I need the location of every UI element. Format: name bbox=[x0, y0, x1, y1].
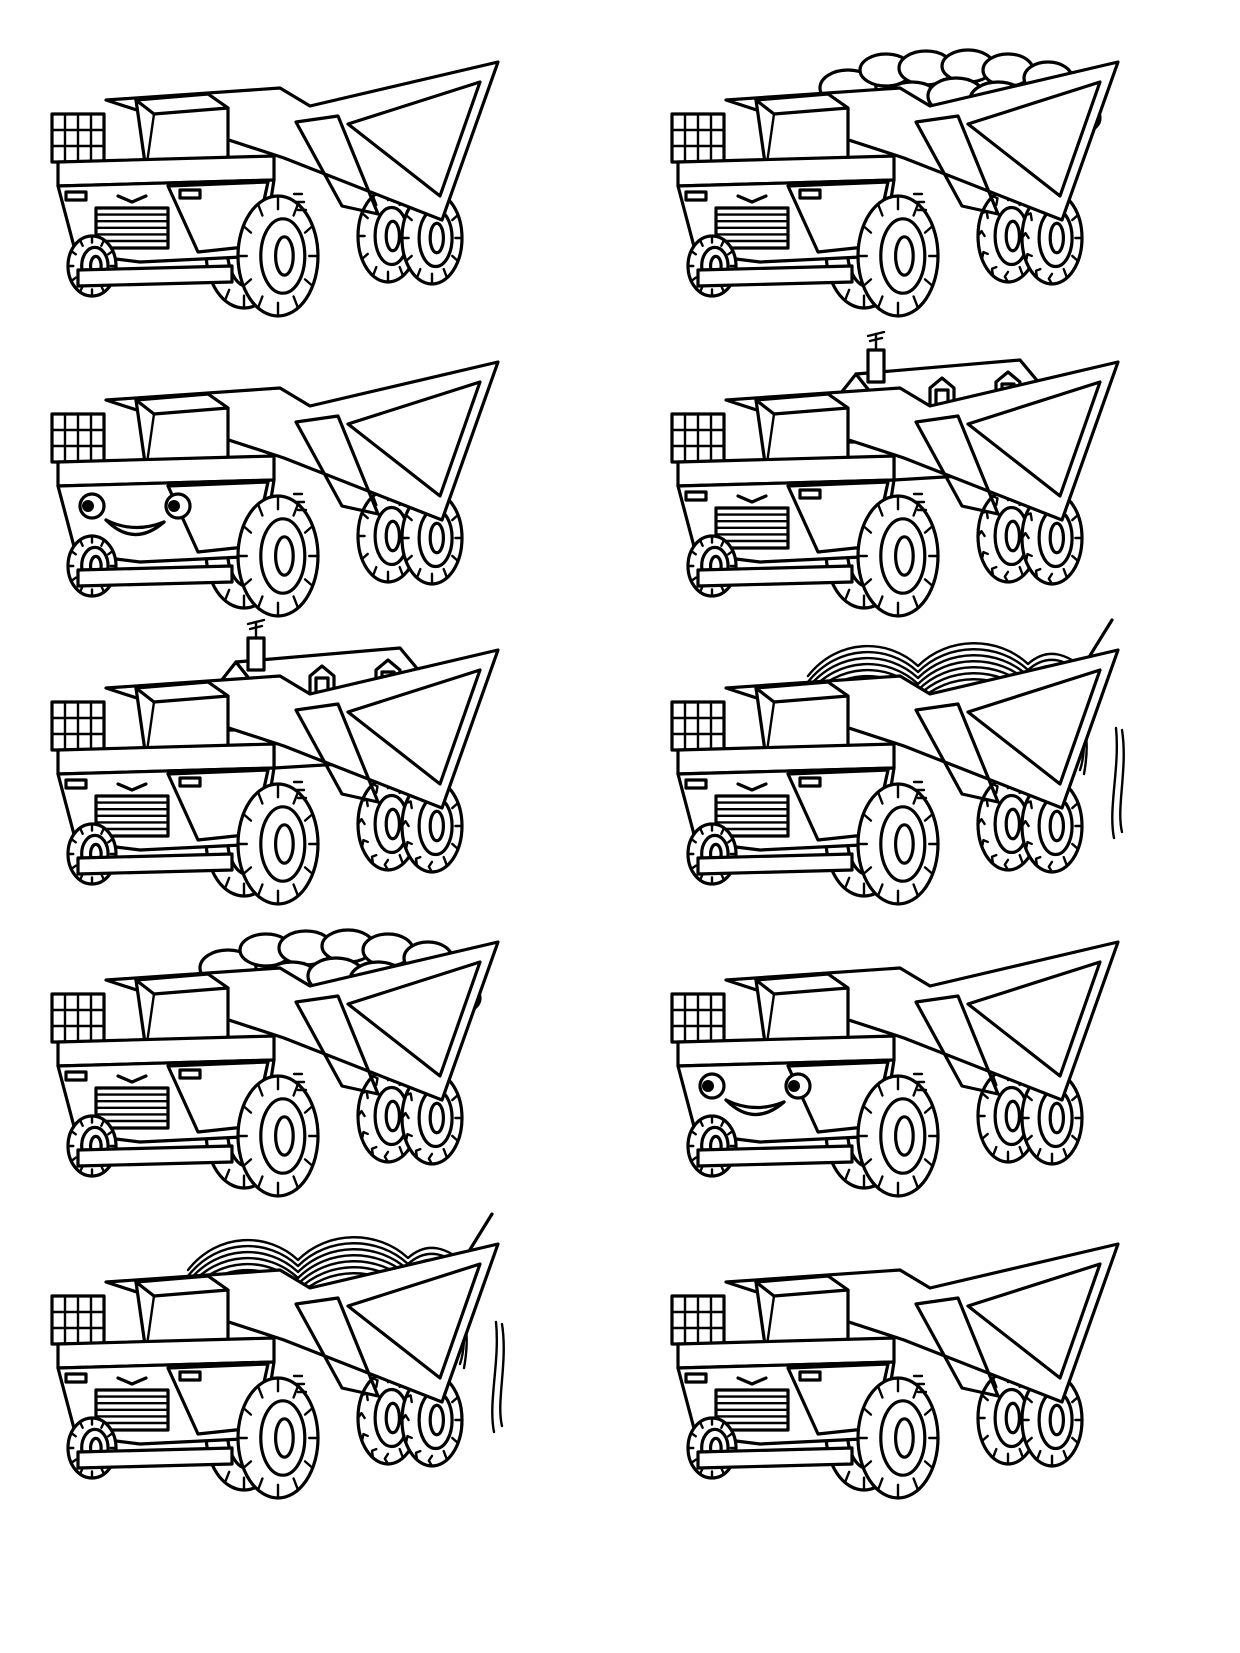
wheel bbox=[1020, 1070, 1084, 1166]
chevron-emblem bbox=[116, 782, 148, 792]
wheel bbox=[976, 1370, 1040, 1466]
headlight bbox=[178, 1370, 202, 1382]
dump-truck-icon bbox=[50, 60, 500, 318]
cab bbox=[754, 1274, 850, 1354]
headlight bbox=[798, 488, 822, 500]
chevron-emblem bbox=[116, 1376, 148, 1386]
cab-guard-rail bbox=[670, 700, 726, 752]
dump-truck-smiling-face-icon bbox=[50, 360, 500, 618]
cab-guard-rail bbox=[670, 412, 726, 464]
front-body bbox=[56, 766, 276, 852]
wheel bbox=[236, 1376, 320, 1500]
wheel bbox=[236, 782, 320, 906]
dump-truck-house-icon bbox=[50, 618, 500, 906]
headlight bbox=[798, 188, 822, 200]
cab-guard-rail bbox=[670, 112, 726, 164]
wheel bbox=[236, 194, 320, 318]
front-body bbox=[676, 1360, 896, 1446]
dump-truck-spaghetti-fork-icon bbox=[50, 1212, 505, 1500]
bumper bbox=[696, 1144, 854, 1168]
wheel bbox=[400, 190, 464, 286]
headlight bbox=[64, 778, 88, 790]
wheel bbox=[1020, 1372, 1084, 1468]
wheel bbox=[856, 1074, 940, 1198]
cab bbox=[134, 972, 230, 1052]
front-body bbox=[56, 478, 276, 564]
chevron-emblem bbox=[116, 194, 148, 204]
cab-guard-rail bbox=[50, 112, 106, 164]
smiling-face bbox=[698, 1072, 812, 1117]
headlight bbox=[64, 1070, 88, 1082]
grille bbox=[94, 206, 170, 250]
headlight bbox=[64, 1372, 88, 1384]
grille bbox=[94, 1388, 170, 1432]
headlight bbox=[684, 190, 708, 202]
grille bbox=[714, 1388, 790, 1432]
wheel bbox=[400, 1372, 464, 1468]
bumper bbox=[76, 1446, 234, 1470]
cab-guard-rail bbox=[670, 1294, 726, 1346]
front-body bbox=[56, 1058, 276, 1144]
wheel bbox=[856, 782, 940, 906]
headlight bbox=[798, 1370, 822, 1382]
headlight bbox=[798, 776, 822, 788]
wheel bbox=[1020, 490, 1084, 586]
cab bbox=[134, 1274, 230, 1354]
dump-truck-icon bbox=[670, 1242, 1120, 1500]
headlight bbox=[64, 190, 88, 202]
grille bbox=[94, 794, 170, 838]
dump-truck-rocks-icon bbox=[50, 928, 500, 1198]
dump-truck-house-icon bbox=[670, 330, 1120, 618]
headlight bbox=[684, 778, 708, 790]
dump-truck-smiling-face-icon bbox=[670, 940, 1120, 1198]
chevron-emblem bbox=[736, 494, 768, 504]
bumper bbox=[76, 852, 234, 876]
front-body bbox=[56, 1360, 276, 1446]
wheel bbox=[1020, 778, 1084, 874]
cab bbox=[134, 392, 230, 472]
cab bbox=[134, 680, 230, 760]
cab-guard-rail bbox=[50, 700, 106, 752]
grille bbox=[714, 206, 790, 250]
front-body bbox=[676, 766, 896, 852]
headlight bbox=[178, 776, 202, 788]
cab bbox=[134, 92, 230, 172]
wheel bbox=[856, 494, 940, 618]
cab-guard-rail bbox=[670, 992, 726, 1044]
wheel bbox=[236, 1074, 320, 1198]
cab bbox=[754, 680, 850, 760]
bumper bbox=[696, 852, 854, 876]
headlight bbox=[684, 1372, 708, 1384]
wheel bbox=[856, 194, 940, 318]
wheel bbox=[236, 494, 320, 618]
chevron-emblem bbox=[736, 194, 768, 204]
smiling-face bbox=[78, 492, 192, 537]
headlight bbox=[684, 490, 708, 502]
chevron-emblem bbox=[116, 1074, 148, 1084]
dump-truck-spaghetti-fork-icon bbox=[670, 618, 1125, 906]
bumper bbox=[696, 564, 854, 588]
front-body bbox=[676, 478, 896, 564]
cab-guard-rail bbox=[50, 1294, 106, 1346]
chevron-emblem bbox=[736, 782, 768, 792]
wheel bbox=[856, 1376, 940, 1500]
headlight bbox=[178, 188, 202, 200]
cab-guard-rail bbox=[50, 412, 106, 464]
bumper bbox=[696, 1446, 854, 1470]
headlight bbox=[178, 1068, 202, 1080]
bumper bbox=[696, 264, 854, 288]
grille bbox=[714, 506, 790, 550]
bumper bbox=[76, 1144, 234, 1168]
chevron-emblem bbox=[736, 1376, 768, 1386]
bumper bbox=[76, 264, 234, 288]
front-body bbox=[56, 178, 276, 264]
dump-truck-rocks-icon bbox=[670, 48, 1120, 318]
bumper bbox=[76, 564, 234, 588]
cab-guard-rail bbox=[50, 992, 106, 1044]
